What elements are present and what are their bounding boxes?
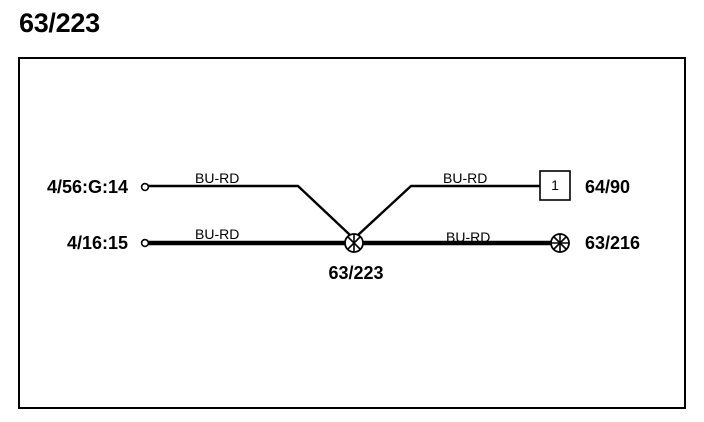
wire-upper-left[interactable] [148,184,351,236]
terminal-right-bottom-label[interactable]: 63/216 [585,233,640,253]
wire-label-lower-right: BU-RD [446,229,490,245]
page-title: 63/223 [19,8,100,38]
terminal-left-top-label[interactable]: 4/56:G:14 [47,177,128,197]
wire-label-upper-right: BU-RD [443,170,487,186]
wire-upper-right[interactable] [357,184,540,236]
wire-label-lower-left: BU-RD [195,226,239,242]
terminal-right-top-label[interactable]: 64/90 [585,177,630,197]
terminal-left-bottom-label[interactable]: 4/16:15 [67,233,128,253]
wire-label-upper-left: BU-RD [195,170,239,186]
diagram-frame [18,57,686,409]
terminal-left-top-icon[interactable] [140,182,150,192]
connector-box-icon[interactable] [539,170,571,201]
terminal-right-bottom-icon[interactable] [550,233,570,253]
splice-icon[interactable] [344,233,364,253]
terminal-left-bottom-icon[interactable] [140,238,150,248]
splice-label[interactable]: 63/223 [328,263,383,283]
connector-pin-label: 1 [551,177,559,193]
